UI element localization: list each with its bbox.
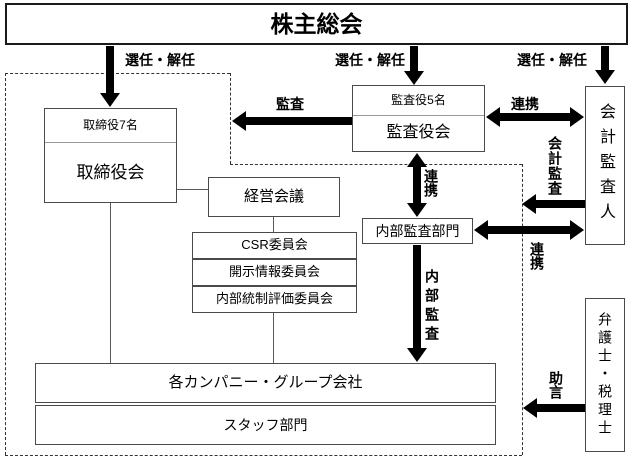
- appoint-dismiss-auditors-arrowhead: [404, 71, 424, 85]
- board-of-directors-label: 取締役会: [76, 162, 145, 182]
- cooperation-auditors-internal-arrow: [413, 166, 421, 204]
- connector-committees-to-companies: [273, 313, 274, 363]
- cooperation-internal-accounting-arrowhead-left: [474, 220, 488, 240]
- shareholders-meeting-label: 株主総会: [270, 10, 363, 37]
- cooperation-auditors-accounting-arrowhead-right: [570, 107, 584, 127]
- cooperation-internal-accounting-arrow: [487, 226, 571, 234]
- cooperation-auditors-internal-arrow-label: 連携: [423, 169, 439, 197]
- staff-dept-box: スタッフ部門: [35, 405, 496, 445]
- staff-dept-label: スタッフ部門: [223, 416, 308, 433]
- csr-committee-label: CSR委員会: [241, 237, 308, 253]
- audit-arrow-label: 監査: [276, 96, 304, 112]
- advice-arrow-label: 助言: [548, 371, 564, 399]
- disclosure-committee-label: 開示情報委員会: [228, 264, 320, 280]
- advice-arrow: [537, 404, 585, 412]
- group-companies-label: 各カンパニー・グループ会社: [168, 374, 363, 392]
- internal-audit-arrow-label: 内部監査: [424, 269, 440, 345]
- dashed-boundary-step-vertical: [230, 73, 231, 164]
- lawyers-tax-box: 弁護士・税理士: [585, 298, 625, 452]
- connector-board-to-council: [177, 189, 208, 190]
- appoint-dismiss-board-arrowhead: [100, 93, 120, 107]
- appoint-dismiss-accounting-arrowhead: [595, 70, 615, 84]
- cooperation-internal-accounting-arrowhead-right: [570, 220, 584, 240]
- cooperation-auditors-internal-arrowhead-down: [407, 203, 427, 217]
- cooperation-auditors-accounting-arrow: [499, 113, 571, 121]
- shareholders-meeting-box: 株主総会: [5, 3, 628, 45]
- cooperation-auditors-internal-arrowhead-up: [407, 153, 427, 167]
- auditors-headcount-label: 監査役5名: [353, 86, 484, 116]
- internal-audit-arrowhead: [407, 348, 427, 362]
- board-headcount-label: 取締役7名: [45, 109, 176, 143]
- appoint-dismiss-accounting-arrow: [601, 46, 609, 71]
- internal-audit-dept-label: 内部監査部門: [375, 222, 460, 239]
- accounting-audit-arrowhead: [522, 194, 536, 214]
- internal-audit-arrow: [413, 245, 421, 348]
- cooperation-auditors-accounting-arrow-label: 連携: [511, 96, 539, 112]
- lawyers-tax-label: 弁護士・税理士: [597, 312, 613, 438]
- internal-control-committee-box: 内部統制評価委員会: [192, 286, 357, 313]
- accounting-auditor-label: 会計監査人: [597, 103, 614, 228]
- csr-committee-box: CSR委員会: [192, 232, 357, 259]
- internal-audit-dept-box: 内部監査部門: [362, 218, 473, 244]
- appoint-dismiss-accounting-arrow-label: 選任・解任: [517, 52, 587, 68]
- disclosure-committee-box: 開示情報委員会: [192, 259, 357, 286]
- appoint-dismiss-board-arrow-label: 選任・解任: [125, 52, 195, 68]
- cooperation-internal-accounting-arrow-label: 連携: [529, 242, 545, 270]
- board-of-auditors-label: 監査役会: [386, 124, 451, 142]
- connector-council-to-committees: [273, 217, 274, 232]
- dashed-boundary-step-horizontal: [230, 164, 522, 165]
- group-companies-box: 各カンパニー・グループ会社: [35, 363, 496, 403]
- accounting-audit-arrow-label: 会計監査: [547, 136, 563, 196]
- management-council-box: 経営会議: [208, 177, 340, 217]
- accounting-auditor-box: 会計監査人: [585, 86, 625, 245]
- connector-board-to-companies: [110, 203, 111, 363]
- dashed-boundary-right: [522, 164, 523, 455]
- appoint-dismiss-auditors-arrow-label: 選任・解任: [335, 52, 405, 68]
- accounting-audit-arrow: [536, 200, 585, 208]
- management-council-label: 経営会議: [243, 188, 304, 206]
- board-of-auditors-box: 監査役5名 監査役会: [352, 85, 485, 152]
- appoint-dismiss-auditors-arrow: [410, 46, 418, 72]
- audit-arrowhead: [232, 111, 246, 131]
- board-of-directors-box: 取締役7名 取締役会: [44, 108, 177, 203]
- appoint-dismiss-board-arrow: [106, 46, 114, 94]
- dashed-boundary-bottom: [5, 455, 522, 456]
- internal-control-committee-label: 内部統制評価委員会: [215, 291, 333, 307]
- audit-arrow: [246, 117, 352, 125]
- dashed-boundary-left: [5, 73, 6, 455]
- cooperation-auditors-accounting-arrowhead-left: [486, 107, 500, 127]
- advice-arrowhead: [523, 398, 537, 418]
- dashed-boundary-top-left: [5, 73, 230, 74]
